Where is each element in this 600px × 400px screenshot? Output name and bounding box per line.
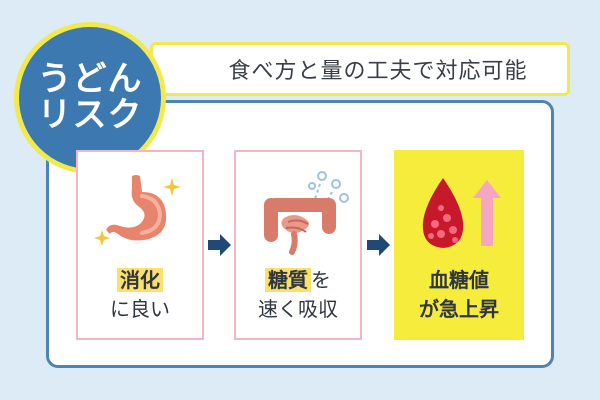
arrow-right-icon [365,232,391,258]
step-blood-sugar: 血糖値 が急上昇 [394,150,524,340]
subtitle-banner: 食べ方と量の工夫で対応可能 [150,42,570,96]
step-sugar-particle: を [311,268,331,292]
title-line-2: リスク [37,95,143,135]
step-blood-sugar-label: 血糖値 が急上昇 [394,266,524,324]
subtitle-text: 食べ方と量の工夫で対応可能 [228,59,528,84]
intestine-icon [264,171,349,255]
step-sugar-line2: 速く吸収 [258,297,338,321]
title-badge: うどん リスク [14,22,166,174]
step-sugar-label: 糖質を 速く吸収 [236,266,360,324]
step-sugar-absorption: 糖質を 速く吸収 [234,150,362,340]
arrow-right-icon [206,232,232,258]
arrow-up-icon [473,180,501,246]
step-digestion-highlight: 消化 [117,268,163,292]
blood-drop-icon [422,178,501,248]
title-line-1: うどん [37,59,143,100]
step-blood-sugar-line2: が急上昇 [419,297,499,321]
step-digestion-line2: に良い [110,297,170,321]
step-digestion-label: 消化 に良い [78,266,202,324]
step-digestion: 消化 に良い [76,150,204,340]
step-sugar-highlight: 糖質 [265,268,311,292]
stomach-icon [94,175,181,246]
step-blood-sugar-line1: 血糖値 [429,268,489,292]
